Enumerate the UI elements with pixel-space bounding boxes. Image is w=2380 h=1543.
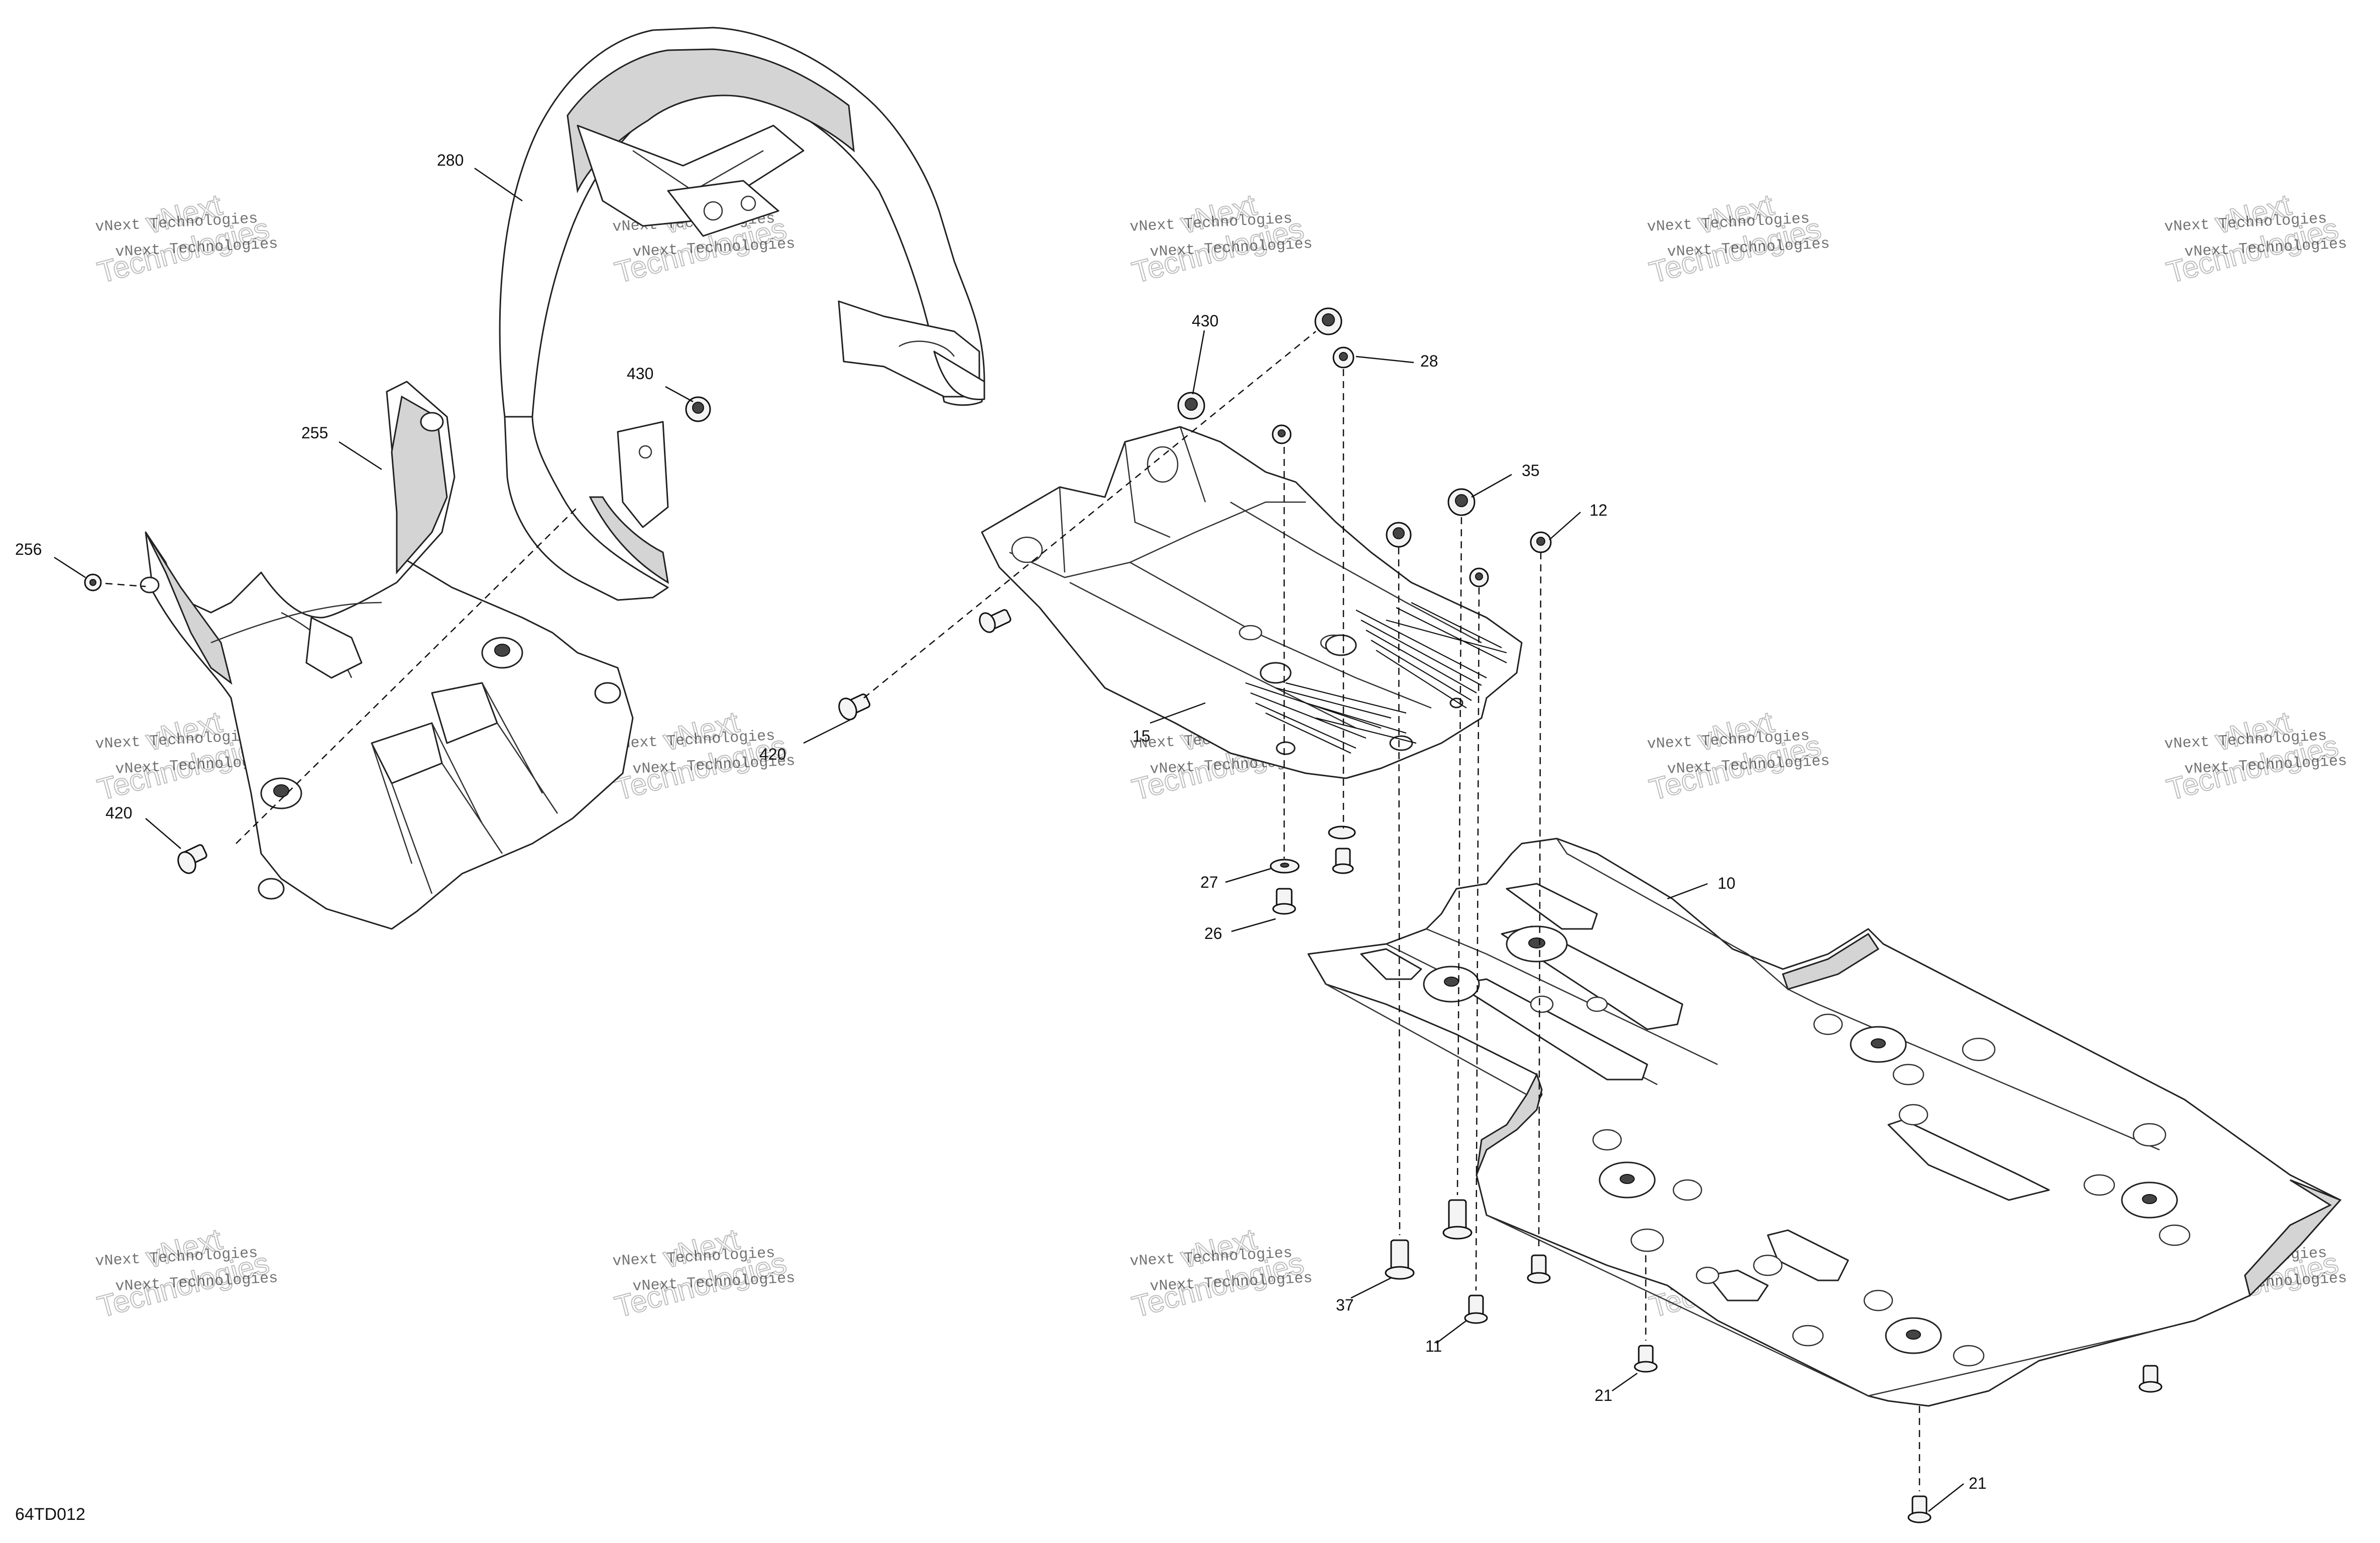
callout-11: 11 — [1425, 1337, 1442, 1355]
callout-12: 12 — [1590, 501, 1608, 519]
screw-256 — [84, 573, 102, 591]
diagram-code: 64TD012 — [15, 1505, 85, 1524]
callout-21-a: 21 — [1595, 1386, 1613, 1404]
nut-12 — [1469, 531, 1552, 587]
callout-420-left: 420 — [105, 804, 132, 822]
bolt-21 — [1634, 1345, 2163, 1523]
callout-labels: 280 430 255 256 420 430 28 35 12 15 420 … — [15, 151, 1987, 1492]
nut-28 — [1332, 346, 1354, 369]
callout-10: 10 — [1718, 874, 1736, 892]
callout-21-b: 21 — [1969, 1474, 1987, 1492]
callout-430-right: 430 — [1192, 312, 1218, 330]
fasteners — [84, 307, 2163, 1523]
callout-28: 28 — [1420, 352, 1438, 370]
callout-280: 280 — [437, 151, 464, 169]
callout-26: 26 — [1204, 924, 1222, 942]
assembly-lines — [105, 331, 1920, 1491]
callout-35: 35 — [1522, 461, 1540, 480]
bolt-11 — [1464, 1254, 1551, 1324]
main-skid-plate-part-10 — [1307, 838, 2342, 1407]
bumper-bar-part-280 — [499, 27, 985, 601]
bolt-420-left — [177, 844, 207, 874]
nut-430-left — [685, 396, 711, 422]
nut-small-a — [1272, 424, 1292, 444]
callout-27: 27 — [1200, 873, 1218, 891]
center-skid-plate-part-15 — [981, 426, 1523, 779]
callout-420-center: 420 — [759, 745, 786, 763]
nut-430-right — [1177, 307, 1342, 420]
leader-lines — [54, 167, 1964, 1512]
washer-27 — [1270, 825, 1356, 874]
nut-35 — [1386, 488, 1476, 548]
callout-256: 256 — [15, 540, 42, 558]
bolt-420-center — [838, 609, 1011, 721]
callout-15: 15 — [1132, 727, 1151, 745]
callout-430-left: 430 — [627, 365, 653, 383]
front-guard-part-255 — [140, 381, 634, 930]
bolt-37 — [1385, 1199, 1472, 1280]
callout-37: 37 — [1336, 1296, 1354, 1314]
screw-26 — [1272, 848, 1354, 915]
callout-255: 255 — [301, 424, 328, 442]
